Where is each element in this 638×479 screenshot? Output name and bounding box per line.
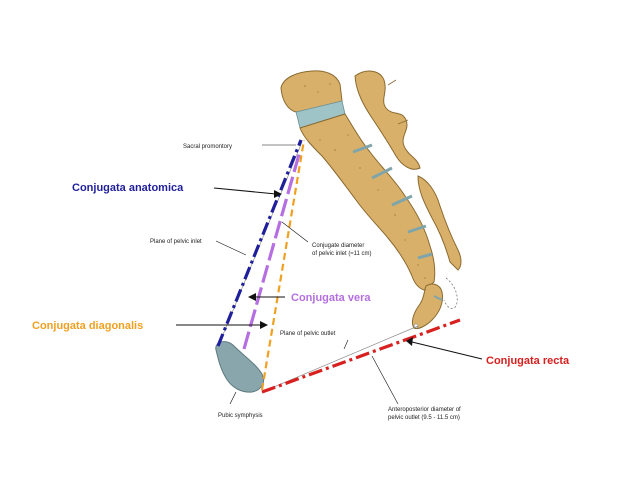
label-plane-pelvic-inlet: Plane of pelvic inlet bbox=[150, 239, 202, 245]
conjugata-recta-line bbox=[261, 318, 461, 394]
arrow-anatomica bbox=[213, 187, 277, 195]
coccyx bbox=[411, 277, 458, 329]
conjugata-vera-line bbox=[242, 150, 302, 350]
sacral-segment-line bbox=[417, 252, 433, 260]
label-conjugata-recta: Conjugata recta bbox=[486, 355, 570, 367]
pubic-symphysis-shape bbox=[215, 341, 265, 393]
sacral-segment-line bbox=[371, 166, 393, 180]
sacral-segment-line bbox=[352, 143, 373, 154]
sacral-segment-line bbox=[407, 224, 427, 234]
label-conjugata-anatomica: Conjugata anatomica bbox=[72, 182, 184, 194]
pointer-arrows bbox=[176, 144, 483, 405]
arrow-heads bbox=[248, 190, 413, 346]
label-anteroposterior-1: Anteroposterior diameter of bbox=[388, 407, 461, 413]
sacral-crest bbox=[354, 70, 462, 271]
label-conjugate-diameter-2: of pelvic inlet (≈11 cm) bbox=[312, 251, 372, 257]
label-conjugate-diameter-1: Conjugate diameter bbox=[312, 243, 364, 249]
label-plane-pelvic-outlet: Plane of pelvic outlet bbox=[280, 331, 336, 337]
plane-pelvic-inlet-line bbox=[219, 141, 303, 343]
label-pubic-symphysis: Pubic symphysis bbox=[218, 413, 263, 419]
label-conjugata-diagonalis: Conjugata diagonalis bbox=[32, 320, 143, 332]
label-anteroposterior-2: pelvic outlet (9.5 - 11.5 cm) bbox=[388, 415, 460, 421]
conjugata-anatomica-line bbox=[216, 139, 303, 347]
arrow-head-anatomica bbox=[274, 190, 282, 198]
arrow-head-recta bbox=[406, 337, 413, 346]
arrow-head-diagonalis bbox=[260, 321, 268, 329]
arrow-head-vera bbox=[248, 293, 256, 301]
sacrum bbox=[280, 70, 436, 291]
label-conjugata-vera: Conjugata vera bbox=[291, 292, 371, 304]
conjugata-diagonalis-line bbox=[260, 139, 306, 391]
sacral-segment-line bbox=[391, 194, 413, 207]
bone-texture bbox=[303, 82, 426, 279]
label-sacral-promontory: Sacral promontory bbox=[183, 144, 232, 150]
arrow-recta bbox=[411, 341, 483, 360]
